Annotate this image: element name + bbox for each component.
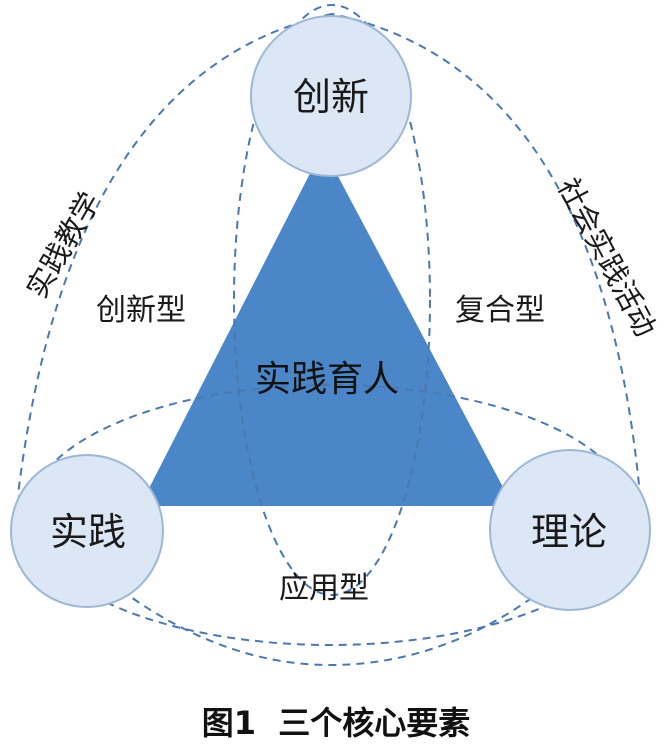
node-label-theory: 理论	[531, 510, 607, 554]
node-label-practice: 实践	[50, 510, 126, 554]
figure-caption: 图1 三个核心要素	[202, 704, 471, 742]
node-circle-innovation	[250, 15, 412, 177]
arc-label-social-practice: 社会实践活动	[551, 173, 663, 343]
node-circle-practice	[10, 454, 164, 608]
arc-label-practical-teaching: 实践教学	[20, 186, 107, 303]
region-label-composite: 复合型	[455, 293, 545, 328]
center-label: 实践育人	[255, 359, 399, 400]
dashed-ellipse-vertical	[233, 4, 431, 596]
core-triangle	[140, 148, 513, 506]
node-circle-theory	[489, 449, 651, 611]
region-label-applied: 应用型	[279, 571, 369, 606]
outer-dashed-boundary	[16, 12, 642, 667]
node-label-innovation: 创新	[293, 75, 369, 119]
region-label-innovative: 创新型	[96, 293, 186, 328]
